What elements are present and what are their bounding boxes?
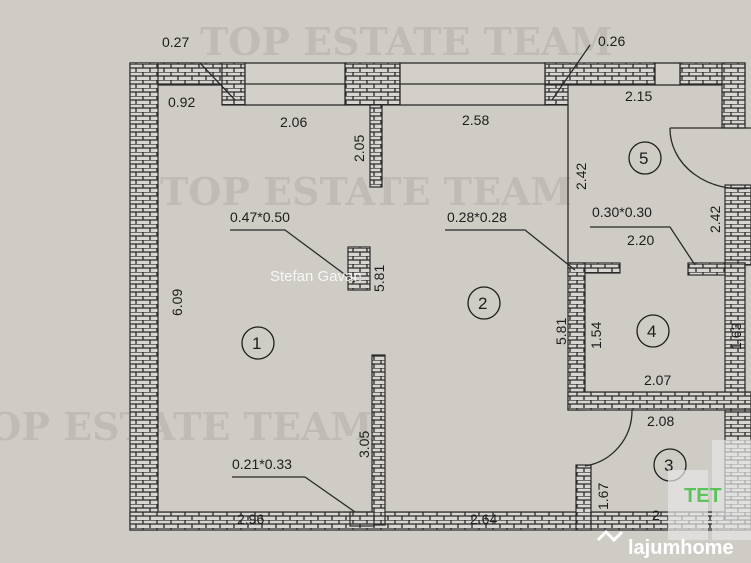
- dimension-label: 1.63: [728, 323, 744, 350]
- watermark-text: TOP ESTATE TEAM: [160, 169, 572, 214]
- wall: [129, 511, 751, 531]
- dimension-label: 2.58: [462, 112, 489, 128]
- wall: [721, 62, 746, 129]
- dimension-label: 0.27: [162, 34, 189, 50]
- logo-mark-icon: [596, 529, 624, 543]
- dimension-label: 0.28*0.28: [447, 209, 507, 225]
- dimension-label: 2.96: [237, 511, 264, 527]
- wall: [575, 464, 592, 531]
- pillar: [349, 511, 375, 527]
- dimension-label: 3.05: [356, 431, 372, 458]
- dimension-label: 2.20: [627, 232, 654, 248]
- dimension-label: 2.06: [280, 114, 307, 130]
- author-watermark: Stefan Gavan: [270, 268, 362, 285]
- dimension-label: 0.26: [598, 33, 625, 49]
- pillar: [347, 246, 371, 291]
- watermarks: TOP ESTATE TEAM TOP ESTATE TEAM TOP ESTA…: [0, 19, 612, 449]
- wall: [724, 184, 751, 266]
- window: [654, 62, 681, 86]
- dimension-labels: 0.27 0.26 0.92 2.06 2.58 2.15 2.05 2.42 …: [162, 33, 744, 527]
- tet-logo-text: TET: [684, 485, 722, 507]
- room-number: 1: [252, 334, 261, 353]
- wall: [344, 62, 401, 106]
- dimension-label: 5.81: [371, 265, 387, 292]
- site-logo-text: lajumhome: [628, 537, 734, 559]
- dimension-label: 2.07: [644, 372, 671, 388]
- room-number: 3: [664, 456, 673, 475]
- dimension-label: 0.21*0.33: [232, 456, 292, 472]
- watermark-text: TOP ESTATE TEAM: [200, 19, 612, 64]
- door-arc: [584, 409, 633, 467]
- dimension-label: 0.47*0.50: [230, 209, 290, 225]
- dimension-label: 6.09: [169, 289, 185, 316]
- tet-logo: TET: [668, 440, 751, 540]
- wall: [369, 104, 383, 188]
- dimension-label: 2: [652, 507, 660, 523]
- room-number: 5: [639, 149, 648, 168]
- wall: [567, 391, 751, 411]
- wall: [567, 262, 586, 411]
- walls: [129, 62, 751, 531]
- room-number: 4: [647, 322, 656, 341]
- wall: [371, 354, 386, 526]
- dimension-label: 2.05: [351, 135, 367, 162]
- wall: [129, 62, 159, 531]
- dimension-label: 5.81: [553, 318, 569, 345]
- windows: [160, 44, 751, 513]
- room-markers: [241, 141, 687, 482]
- dimension-label: 1.54: [588, 322, 604, 349]
- watermark-text: TOP ESTATE TEAM: [0, 404, 372, 449]
- dimension-label: 0.30*0.30: [592, 204, 652, 220]
- wall: [544, 62, 656, 86]
- dimension-label: 2.42: [573, 163, 589, 190]
- site-logo: lajumhome: [596, 529, 734, 559]
- dimension-label: 0.92: [168, 94, 195, 110]
- door-arc: [669, 127, 751, 190]
- dimension-label: 2.08: [647, 413, 674, 429]
- room-number: 2: [478, 294, 487, 313]
- dimension-label: 2.42: [707, 206, 723, 233]
- dimension-label: 1.67: [595, 483, 611, 510]
- dimension-label: 2.15: [625, 88, 652, 104]
- dimension-label: 2.64: [470, 511, 497, 527]
